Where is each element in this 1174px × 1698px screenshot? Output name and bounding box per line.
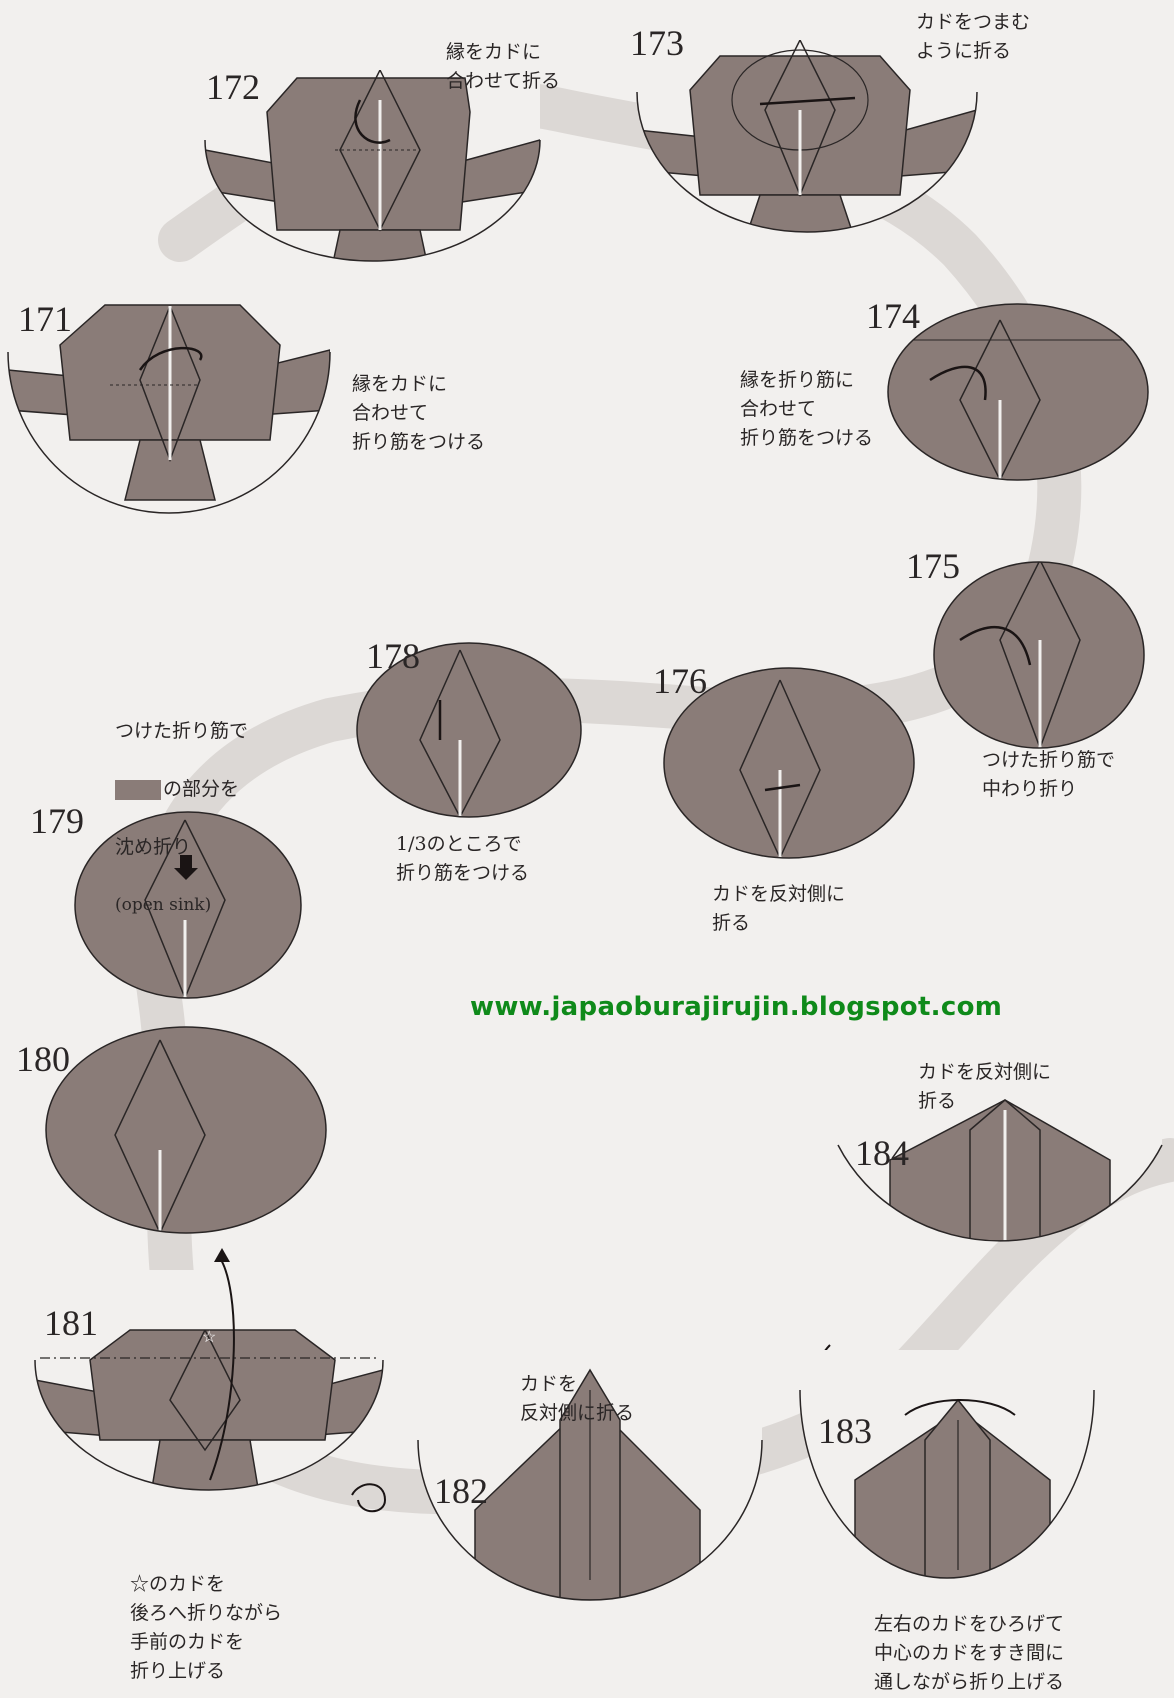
step-180-diagram [46,1027,326,1233]
step-176-number: 176 [653,660,707,702]
step-174-diagram [888,304,1148,480]
step-181-number: 181 [44,1302,98,1344]
step-183-number: 183 [818,1410,872,1452]
step-178-note: 1/3のところで 折り筋をつける [396,830,529,888]
step-181-note: ☆のカドを 後ろへ折りながら 手前のカドを 折り上げる [130,1570,282,1686]
step-180-number: 180 [16,1038,70,1080]
step-178-number: 178 [366,635,420,677]
step-176-note: カドを反対側に 折る [712,880,845,938]
star-icon: ☆ [202,1327,216,1346]
step-179-number: 179 [30,800,84,842]
step-171-note: 縁をカドに 合わせて 折り筋をつける [352,370,485,457]
sink-area-swatch [115,780,161,800]
step-174-note: 縁を折り筋に 合わせて 折り筋をつける [740,366,873,453]
step-179-note-line1: つけた折り筋で [115,717,248,746]
step-171-number: 171 [18,298,72,340]
step-184-number: 184 [855,1132,909,1174]
step-182-number: 182 [434,1470,488,1512]
step-174-number: 174 [866,295,920,337]
step-179-note-line3: 沈め折り [115,833,248,862]
step-175-note: つけた折り筋で 中わり折り [982,746,1115,804]
step-179-note-line2: の部分を [115,775,248,804]
step-179-note: つけた折り筋で の部分を 沈め折り (open sink) [115,688,248,949]
step-183-note: 左右のカドをひろげて 中心のカドをすき間に 通しながら折り上げる [874,1610,1064,1697]
step-172-note: 縁をカドに 合わせて折る [446,38,560,96]
step-173-note: カドをつまむ ように折る [916,8,1030,66]
step-179-note-line4: (open sink) [115,891,248,920]
step-182-note: カドを 反対側に折る [520,1370,634,1428]
fold-arrow-icon [214,1248,230,1262]
step-172-number: 172 [206,66,260,108]
star-icon: ☆ [580,1610,594,1629]
step-173-number: 173 [630,22,684,64]
step-175-diagram [934,560,1144,748]
watermark-url[interactable]: www.japaoburajirujin.blogspot.com [470,992,1002,1022]
step-175-number: 175 [906,545,960,587]
step-184-note: カドを反対側に 折る [918,1058,1051,1116]
step-183-diagram [800,1350,1094,1580]
